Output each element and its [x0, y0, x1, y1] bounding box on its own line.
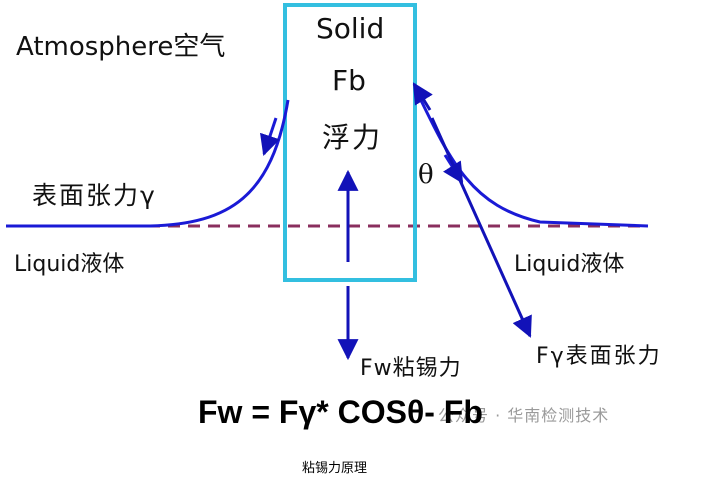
fgamma-label: Fγ表面张力 [536, 344, 662, 369]
fw-label: Fw粘锡力 [360, 356, 462, 381]
atmosphere-label: Atmosphere空气 [16, 32, 226, 62]
solid-label: Solid [316, 12, 385, 45]
fb-label: Fb [332, 64, 366, 97]
left-meniscus-curve [6, 99, 290, 228]
theta-label: θ [418, 160, 434, 190]
solid-box [283, 3, 417, 282]
right-top-arrow [412, 82, 433, 111]
liquid-right-label: Liquid液体 [514, 252, 625, 277]
formula: Fw = Fγ* COSθ- Fb [198, 394, 483, 430]
left-tension-arrow [260, 117, 280, 156]
buoyancy-label: 浮力 [322, 121, 383, 154]
surface-tension-left-label: 表面张力γ [32, 181, 157, 210]
caption: 粘锡力原理 [302, 461, 368, 476]
right-meniscus-curve [413, 87, 649, 228]
liquid-left-label: Liquid液体 [14, 252, 125, 277]
fgamma-arrow [430, 117, 532, 338]
watermark: 公众号 · 华南检测技术 [438, 406, 610, 425]
